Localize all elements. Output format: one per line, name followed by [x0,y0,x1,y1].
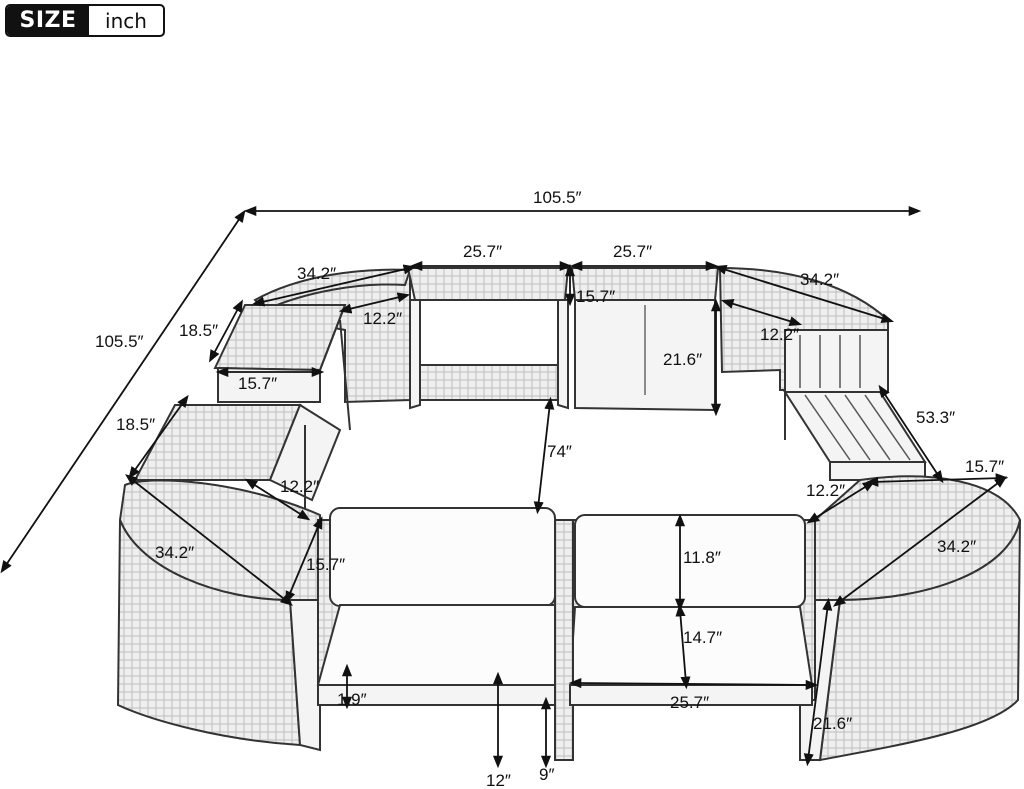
back-center-left-unit [406,267,570,410]
label-right-front-inner: 12.2″ [806,481,845,500]
label-left-table-width: 15.7″ [238,374,277,393]
label-seat-width: 25.7″ [670,693,709,712]
front-left-corner-unit [116,479,321,752]
dim-seat-depth-line [675,603,691,690]
dim-left-back-depth-line [338,292,411,314]
label-right-back-depth: 12.2″ [760,325,799,344]
dim-left-front-table-depth-line [128,394,189,480]
label-back-seat-height: 21.6″ [663,350,702,369]
label-right-back-length: 34.2″ [800,270,839,289]
dim-right-back-depth-line [720,299,803,326]
label-overall-depth: 105.5″ [95,332,144,351]
label-left-front-table-depth: 18.5″ [116,415,155,434]
dim-inner-depth-line [533,396,555,515]
dim-left-table-depth-line [209,299,243,363]
label-back-cushion-height: 11.8″ [683,548,721,567]
dimension-lines [0,205,1009,769]
label-seat-height: 12″ [486,771,511,789]
dim-left-front-corner-length-line [125,474,293,606]
label-leg-height-b: 9″ [539,765,554,784]
label-seat-depth: 14.7″ [683,628,722,647]
label-left-back-length: 34.2″ [297,264,336,283]
label-right-front-corner-length: 34.2″ [937,537,976,556]
dim-left-back-length-line [251,264,417,307]
dim-seat-width-line [568,678,819,690]
size-badge: SIZE inch [5,4,165,37]
label-right-front-width: 15.7″ [965,457,1004,476]
label-left-back-depth: 12.2″ [363,309,402,328]
label-left-table-depth: 18.5″ [179,321,218,340]
label-leg-height-a: 1.9″ [337,690,367,709]
label-front-height: 21.6″ [813,714,852,733]
label-back-left-width: 25.7″ [463,242,502,261]
label-left-front-corner-length: 34.2″ [155,543,194,562]
label-back-right-width: 25.7″ [613,242,652,261]
label-inner-depth: 74″ [547,442,572,461]
label-back-height: 15.7″ [576,287,615,306]
label-left-front-inner: 12.2″ [280,477,319,496]
dim-right-front-corner-length-line [832,476,1008,607]
label-overall-width: 105.5″ [533,188,582,207]
dim-overall-depth-line [0,209,246,574]
label-left-front-corner-width: 15.7″ [306,555,345,574]
dim-right-bench-length-line [878,384,944,484]
unit-label: inch [105,8,147,33]
dim-front-height-line [803,597,833,767]
front-loveseat [316,507,816,761]
size-label: SIZE [7,6,89,35]
dimension-labels: 105.5″ 105.5″ 34.2″ 12.2″ 25.7″ 25.7″ 34… [95,188,1004,789]
label-right-bench-length: 53.3″ [916,408,955,427]
dim-right-back-length-line [713,265,895,323]
right-bench-table [783,391,927,481]
dim-left-front-corner-width-line [285,516,323,604]
